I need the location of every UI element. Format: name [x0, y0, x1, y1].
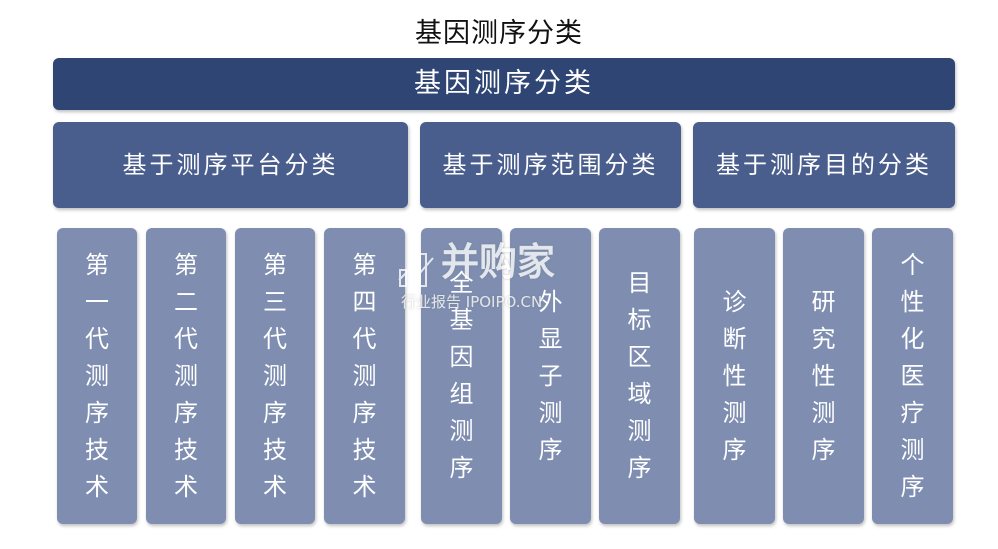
leaf-first-gen: 第一代测序技术第一代测序技术 [57, 228, 137, 524]
leaf-fourth-gen: 第四代测序技术第四代测序技术 [324, 228, 405, 524]
leaf-target-region: 目标区域测序目标区域测序 [599, 228, 680, 524]
diagram-title: 基因测序分类 [415, 18, 583, 49]
leaf-research: 研究性测序研究性测序 [783, 228, 864, 524]
category-scope: 基于测序范围分类 [420, 122, 681, 208]
root-node: 基因测序分类 [53, 58, 955, 110]
leaf-whole-genome: 全基因组测序全基因组测序 [421, 228, 502, 524]
leaf-personalized: 个性化医疗测序个性化医疗测序 [872, 228, 953, 524]
leaf-diagnostic: 诊断性测序诊断性测序 [694, 228, 775, 524]
leaf-third-gen: 第三代测序技术第三代测序技术 [235, 228, 315, 524]
category-platform: 基于测序平台分类 [53, 122, 408, 208]
leaf-exome: 外显子测序外显子测序 [510, 228, 591, 524]
leaf-second-gen: 第二代测序技术第二代测序技术 [146, 228, 226, 524]
category-purpose: 基于测序目的分类 [693, 122, 955, 208]
